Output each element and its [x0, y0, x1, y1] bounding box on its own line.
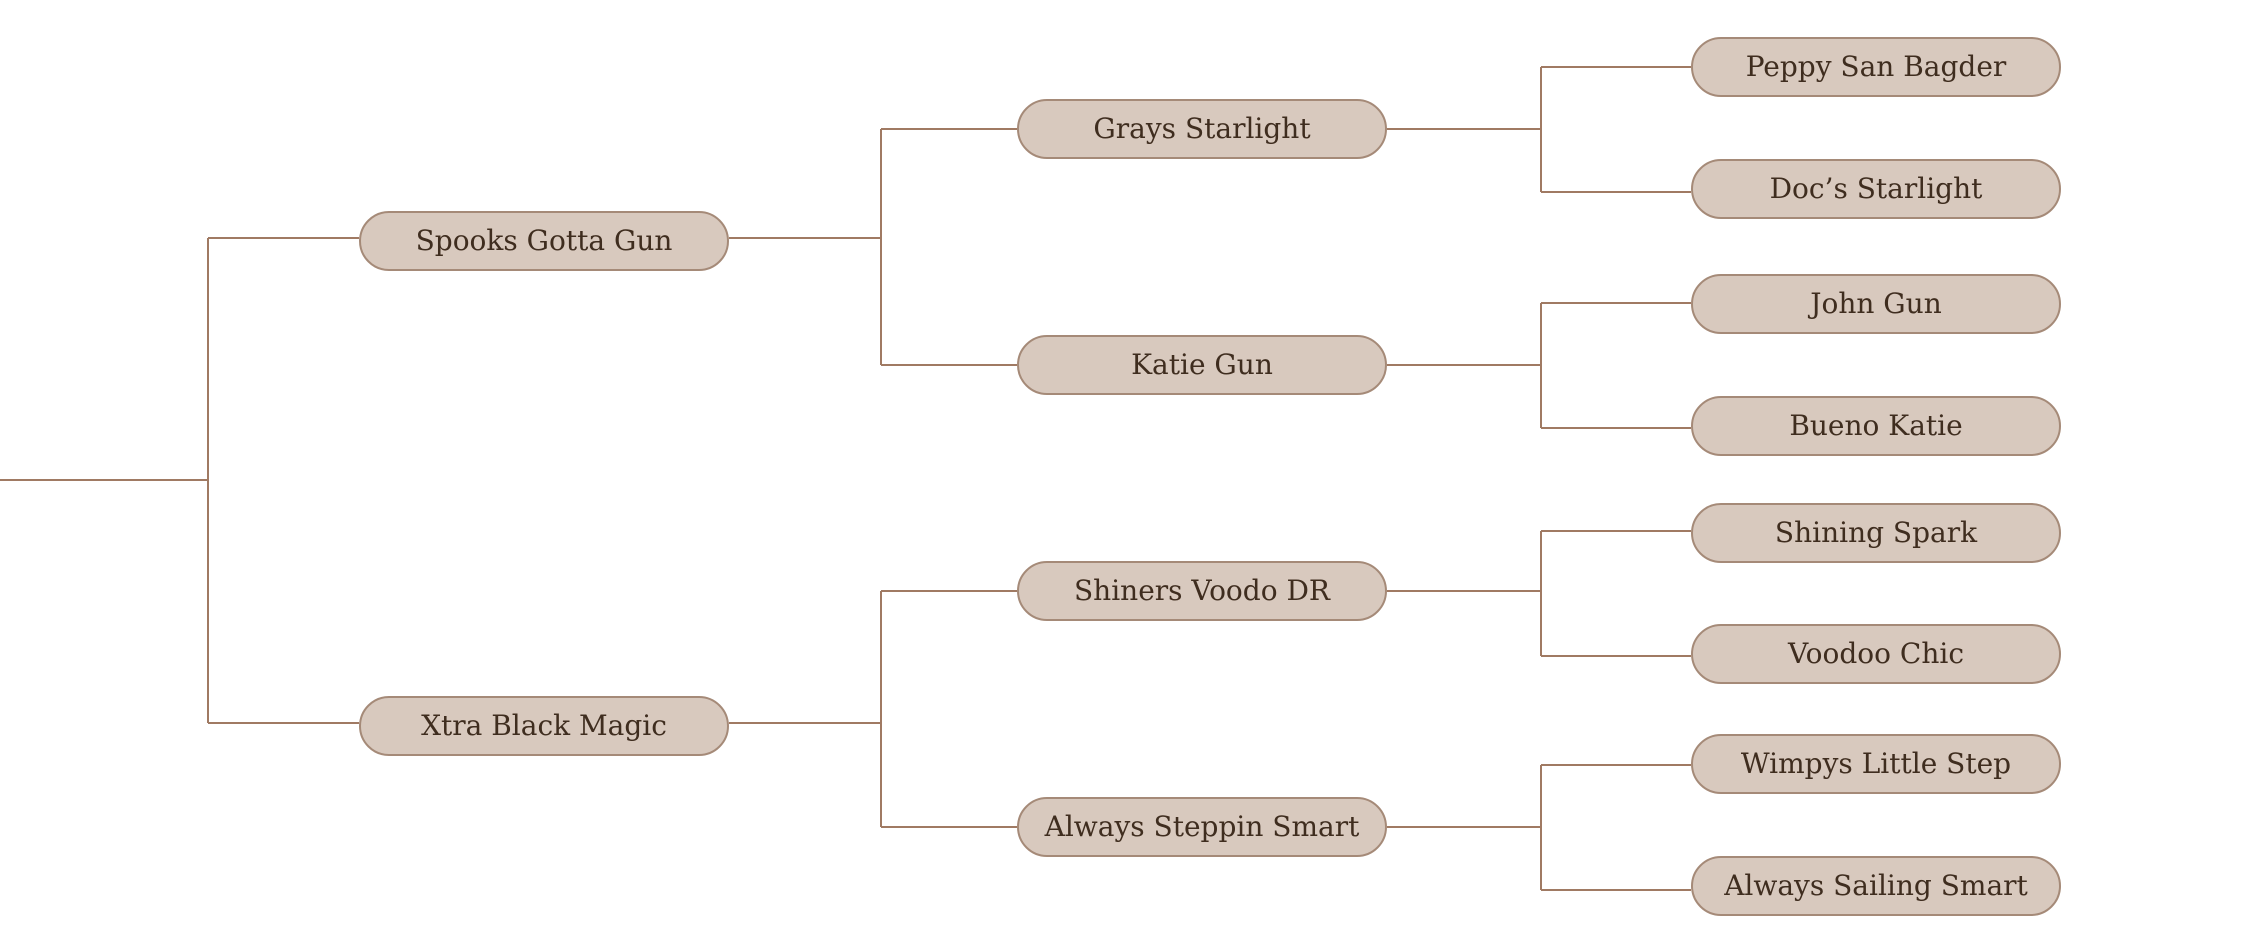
dam-sire-node[interactable]: Shiners Voodo DR — [1017, 561, 1387, 621]
dam-dam-dam-node[interactable]: Always Sailing Smart — [1691, 856, 2061, 916]
sire-sire-sire-node[interactable]: Peppy San Bagder — [1691, 37, 2061, 97]
dam-connector — [729, 590, 1017, 828]
dam-sire-sire-node[interactable]: Shining Spark — [1691, 503, 2061, 563]
root-connector — [0, 237, 359, 724]
dam-node[interactable]: Xtra Black Magic — [359, 696, 729, 756]
dam-dam-sire-node[interactable]: Wimpys Little Step — [1691, 734, 2061, 794]
dam-sire-connector — [1387, 530, 1691, 657]
sire-sire-node[interactable]: Grays Starlight — [1017, 99, 1387, 159]
sire-sire-dam-node[interactable]: Doc’s Starlight — [1691, 159, 2061, 219]
dam-dam-connector — [1387, 764, 1691, 891]
sire-sire-connector — [1387, 66, 1691, 193]
sire-dam-sire-node[interactable]: John Gun — [1691, 274, 2061, 334]
sire-dam-connector — [1387, 302, 1691, 429]
sire-connector — [729, 128, 1017, 366]
dam-dam-node[interactable]: Always Steppin Smart — [1017, 797, 1387, 857]
dam-sire-dam-node[interactable]: Voodoo Chic — [1691, 624, 2061, 684]
sire-dam-dam-node[interactable]: Bueno Katie — [1691, 396, 2061, 456]
sire-node[interactable]: Spooks Gotta Gun — [359, 211, 729, 271]
sire-dam-node[interactable]: Katie Gun — [1017, 335, 1387, 395]
